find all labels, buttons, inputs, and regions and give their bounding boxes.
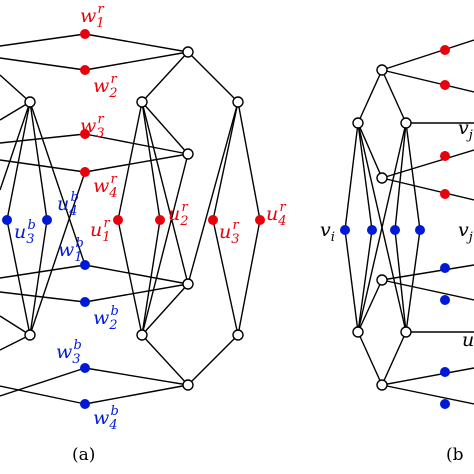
node-white: [376, 379, 388, 391]
node-u2r: [155, 215, 165, 225]
node-blue: [415, 225, 425, 235]
label-w2r: w2r: [93, 72, 118, 101]
node-blue: [367, 225, 377, 235]
label-u2r: u2r: [168, 200, 189, 229]
node-w3b: [80, 363, 90, 373]
caption-a: (a): [72, 445, 95, 465]
label-u4r: u4r: [266, 200, 287, 229]
node-blue: [440, 295, 450, 305]
label-u: u: [462, 329, 474, 351]
node-w4b: [80, 399, 90, 409]
panel-a-labels: w1r w2r w3r w4r u1r u2r u3r u4r u3b u4b …: [14, 2, 287, 433]
label-u4b: u4b: [57, 190, 79, 219]
node-red: [440, 45, 450, 55]
node-white: [376, 64, 388, 76]
node-white: [24, 329, 36, 341]
node-w3r: [80, 129, 90, 139]
node-blue: [440, 367, 450, 377]
panel-a-edges: [0, 33, 261, 405]
node-u3r: [208, 215, 218, 225]
panel-b-edges: [344, 39, 474, 405]
label-w3b: w3b: [56, 338, 82, 367]
caption-b: (b: [446, 445, 464, 465]
node-white: [352, 117, 364, 129]
node-white: [182, 148, 194, 160]
node-w2b: [80, 297, 90, 307]
label-vj-upper: vj: [458, 117, 473, 143]
label-u3r: u3r: [219, 218, 240, 247]
node-w1b: [80, 260, 90, 270]
node-w2r: [80, 65, 90, 75]
node-blue: [390, 225, 400, 235]
label-u3b: u3b: [14, 218, 36, 247]
label-w3r: w3r: [80, 112, 105, 141]
node-blue: [440, 399, 450, 409]
node-white: [182, 278, 194, 290]
node-red: [440, 189, 450, 199]
node-white: [182, 46, 194, 58]
node-white: [376, 274, 388, 286]
node-white: [24, 96, 36, 108]
node-u1r: [113, 215, 123, 225]
label-w4b: w4b: [93, 404, 119, 433]
node-white: [136, 96, 148, 108]
label-u1r: u1r: [90, 216, 111, 245]
label-w4r: w4r: [93, 172, 118, 201]
node-w4r: [80, 167, 90, 177]
label-vi: vi: [320, 219, 335, 245]
label-w1r: w1r: [80, 2, 105, 31]
node-u4r: [255, 215, 265, 225]
node-w1r: [80, 29, 90, 39]
panel-b-labels: vi vj vj u: [320, 117, 474, 351]
node-red: [440, 80, 450, 90]
node-blue: [440, 263, 450, 273]
node-white: [352, 326, 364, 338]
panel-b-nodes: [340, 45, 450, 409]
node-u4b: [42, 215, 52, 225]
node-white: [400, 117, 412, 129]
node-white: [400, 326, 412, 338]
node-white: [376, 172, 388, 184]
node-white: [182, 379, 194, 391]
node-red: [440, 151, 450, 161]
node-white: [232, 329, 244, 341]
label-w2b: w2b: [93, 304, 119, 333]
node-u3b: [2, 215, 12, 225]
panel-a-nodes: [2, 29, 265, 409]
node-white: [136, 329, 148, 341]
label-vj-lower: vj: [458, 219, 473, 245]
node-white: [232, 96, 244, 108]
node-vi: [340, 225, 350, 235]
label-w1b: w1b: [58, 236, 84, 265]
